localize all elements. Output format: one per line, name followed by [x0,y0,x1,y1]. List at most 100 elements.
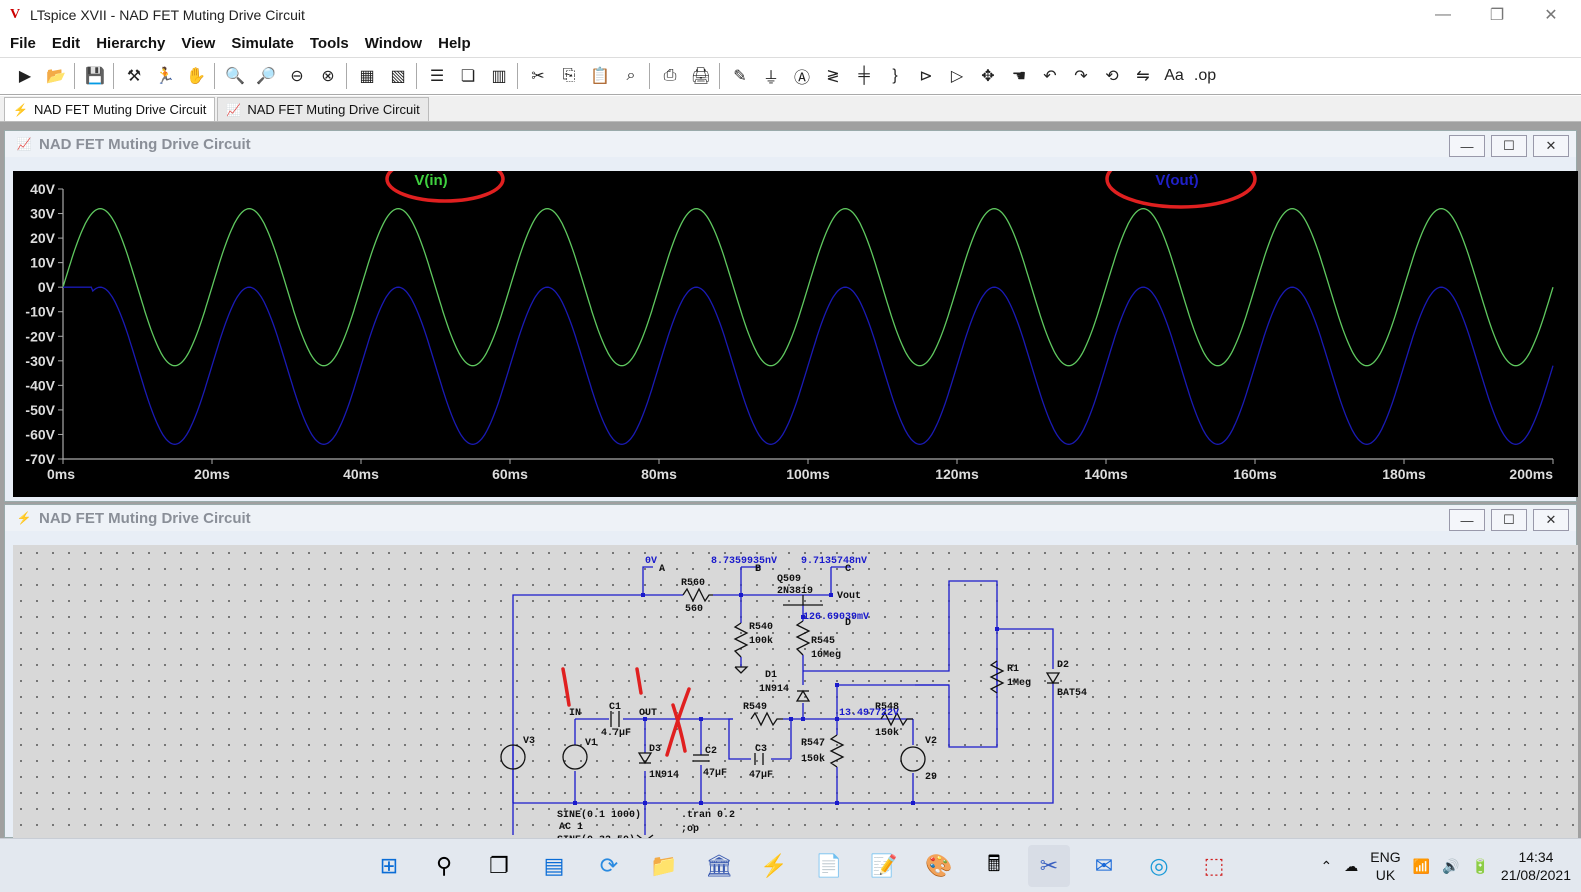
waveform-maximize-button[interactable]: ☐ [1491,135,1527,157]
zoom-out-icon[interactable]: ⊖ [290,68,304,85]
edge-icon[interactable]: ◎ [1149,853,1169,878]
battery-icon[interactable]: 🔋 [1471,858,1489,874]
schematic-canvas[interactable]: 0V A R560 560 8.7359935nV B 9.7135748nV … [13,545,1578,845]
print-setup-icon[interactable]: ⎙ [663,67,677,84]
tab-schematic[interactable]: ⚡ NAD FET Muting Drive Circuit [4,97,216,121]
component-labels: 0V A R560 560 8.7359935nV B 9.7135748nV … [523,556,1087,845]
pdf-reader-icon[interactable]: ⬚ [1203,853,1225,878]
bank-icon[interactable]: 🏛 [705,853,733,878]
sync-icon[interactable]: ⟳ [599,853,619,878]
waveform-chart[interactable]: 40V30V20V10V0V-10V-20V-30V-40V-50V-60V-7… [13,171,1578,497]
zoom-in-icon[interactable]: 🔍 [225,68,245,85]
inductor-icon[interactable]: } [892,67,898,84]
zoom-pan-icon[interactable]: 🔎 [256,68,276,85]
ltspice-taskbar-icon[interactable]: ⚡ [760,853,788,878]
tile-vertical-icon[interactable]: ▥ [491,68,507,85]
resistor-icon[interactable]: ≷ [826,68,840,85]
d2-value: BAT54 [1057,688,1087,699]
move-icon[interactable]: ✥ [981,68,995,85]
language-indicator[interactable]: ENG UK [1370,848,1400,884]
v1-ac-directive: AC 1 [559,822,583,833]
schematic-drawing[interactable]: 0V A R560 560 8.7359935nV B 9.7135748nV … [13,545,1578,845]
node-c-voltage: 9.7135748nV [801,556,867,567]
save-icon[interactable]: 💾 [85,68,105,85]
clock-date: 21/08/2021 [1500,867,1571,883]
draw-wire-icon[interactable]: ✎ [733,68,747,85]
component-icon[interactable]: ▷ [950,68,964,85]
run-icon[interactable]: ▶ [18,68,32,85]
spice-directive-icon[interactable]: .op [1193,67,1217,84]
minimize-button[interactable]: — [1435,6,1451,23]
file-explorer-icon[interactable]: 📁 [650,853,678,878]
node-c-label: C [845,564,851,575]
chevron-up-icon[interactable]: ⌃ [1320,858,1333,874]
menu-file[interactable]: File [10,34,36,52]
menu-simulate[interactable]: Simulate [231,34,294,52]
cut-icon[interactable]: ✂ [531,68,545,85]
task-view-icon[interactable]: ❐ [489,853,509,878]
drag-icon[interactable]: ☚ [1011,68,1027,85]
tab-waveform[interactable]: 📈 NAD FET Muting Drive Circuit [217,97,429,121]
capacitor-icon[interactable]: ╪ [858,67,870,84]
tile-horizontal-icon[interactable]: ☰ [429,68,445,85]
search-icon[interactable]: ⚲ [435,853,453,878]
control-panel-icon[interactable]: ⚒ [126,68,142,85]
mirror-icon[interactable]: ⇋ [1136,68,1150,85]
plot-settings-icon[interactable]: ▧ [390,68,406,85]
label-net-icon[interactable]: Ⓐ [793,70,810,87]
menu-view[interactable]: View [181,34,216,52]
waveform-minimize-button[interactable]: — [1449,135,1485,157]
waveform-close-button[interactable]: ✕ [1533,135,1569,157]
rotate-icon[interactable]: ⟲ [1105,68,1119,85]
zoom-fit-icon[interactable]: ⊗ [321,68,335,85]
waveform-window-title: NAD FET Muting Drive Circuit [39,135,251,153]
close-button[interactable]: ✕ [1544,7,1558,24]
trace-label-vout[interactable]: V(out) [1155,172,1198,189]
schematic-maximize-button[interactable]: ☐ [1491,509,1527,531]
y-tick-label: 20V [30,230,56,246]
y-tick-label: 40V [30,181,56,197]
x-tick-label: 0ms [47,466,75,482]
cascade-icon[interactable]: ❏ [460,68,476,85]
redo-icon[interactable]: ↷ [1074,68,1088,85]
clock[interactable]: 14:34 21/08/2021 [1501,848,1571,884]
document-icon[interactable]: 📄 [815,853,843,878]
start-icon[interactable]: ⊞ [379,853,399,878]
autorange-icon[interactable]: ▦ [359,68,375,85]
menu-window[interactable]: Window [364,34,423,52]
series-vout-line[interactable] [63,286,1554,445]
restore-button[interactable]: ❐ [1489,7,1505,24]
series-vin-line[interactable] [62,207,1554,367]
snipping-tool-icon[interactable]: ✂ [1028,845,1070,887]
volume-icon[interactable]: 🔊 [1442,858,1460,874]
text-icon[interactable]: Aa [1164,67,1184,84]
mail-icon[interactable]: ✉ [1094,853,1114,878]
cloud-icon[interactable]: ☁ [1344,858,1359,874]
notepad-icon[interactable]: 📝 [870,853,898,878]
wifi-icon[interactable]: 📶 [1412,858,1431,874]
run-sim-icon[interactable]: 🏃 [155,68,175,85]
menu-edit[interactable]: Edit [51,34,81,52]
menu-hierarchy[interactable]: Hierarchy [96,34,166,52]
schematic-minimize-button[interactable]: — [1449,509,1485,531]
schematic-close-button[interactable]: ✕ [1533,509,1569,531]
widgets-icon[interactable]: ▤ [543,853,565,878]
open-folder-icon[interactable]: 📂 [46,68,66,85]
paste-icon[interactable]: 📋 [590,68,610,85]
paint-icon[interactable]: 🎨 [925,853,953,878]
wires [512,566,1054,835]
menu-help[interactable]: Help [438,34,471,52]
undo-icon[interactable]: ↶ [1043,68,1057,85]
print-icon[interactable]: 🖨 [690,68,712,85]
find-icon[interactable]: ⌕ [626,67,636,84]
calculator-icon[interactable]: 🖩 [987,851,1001,876]
menu-bar: File Edit Hierarchy View Simulate Tools … [0,30,1581,56]
trace-label-vin[interactable]: V(in) [414,172,447,189]
ground-icon[interactable]: ⏚ [762,70,779,87]
halt-icon[interactable]: ✋ [186,68,206,85]
x-tick-label: 100ms [786,466,830,482]
diode-icon[interactable]: ⊳ [919,68,933,85]
menu-tools[interactable]: Tools [309,34,349,52]
copy-icon[interactable]: ⎘ [562,67,576,84]
